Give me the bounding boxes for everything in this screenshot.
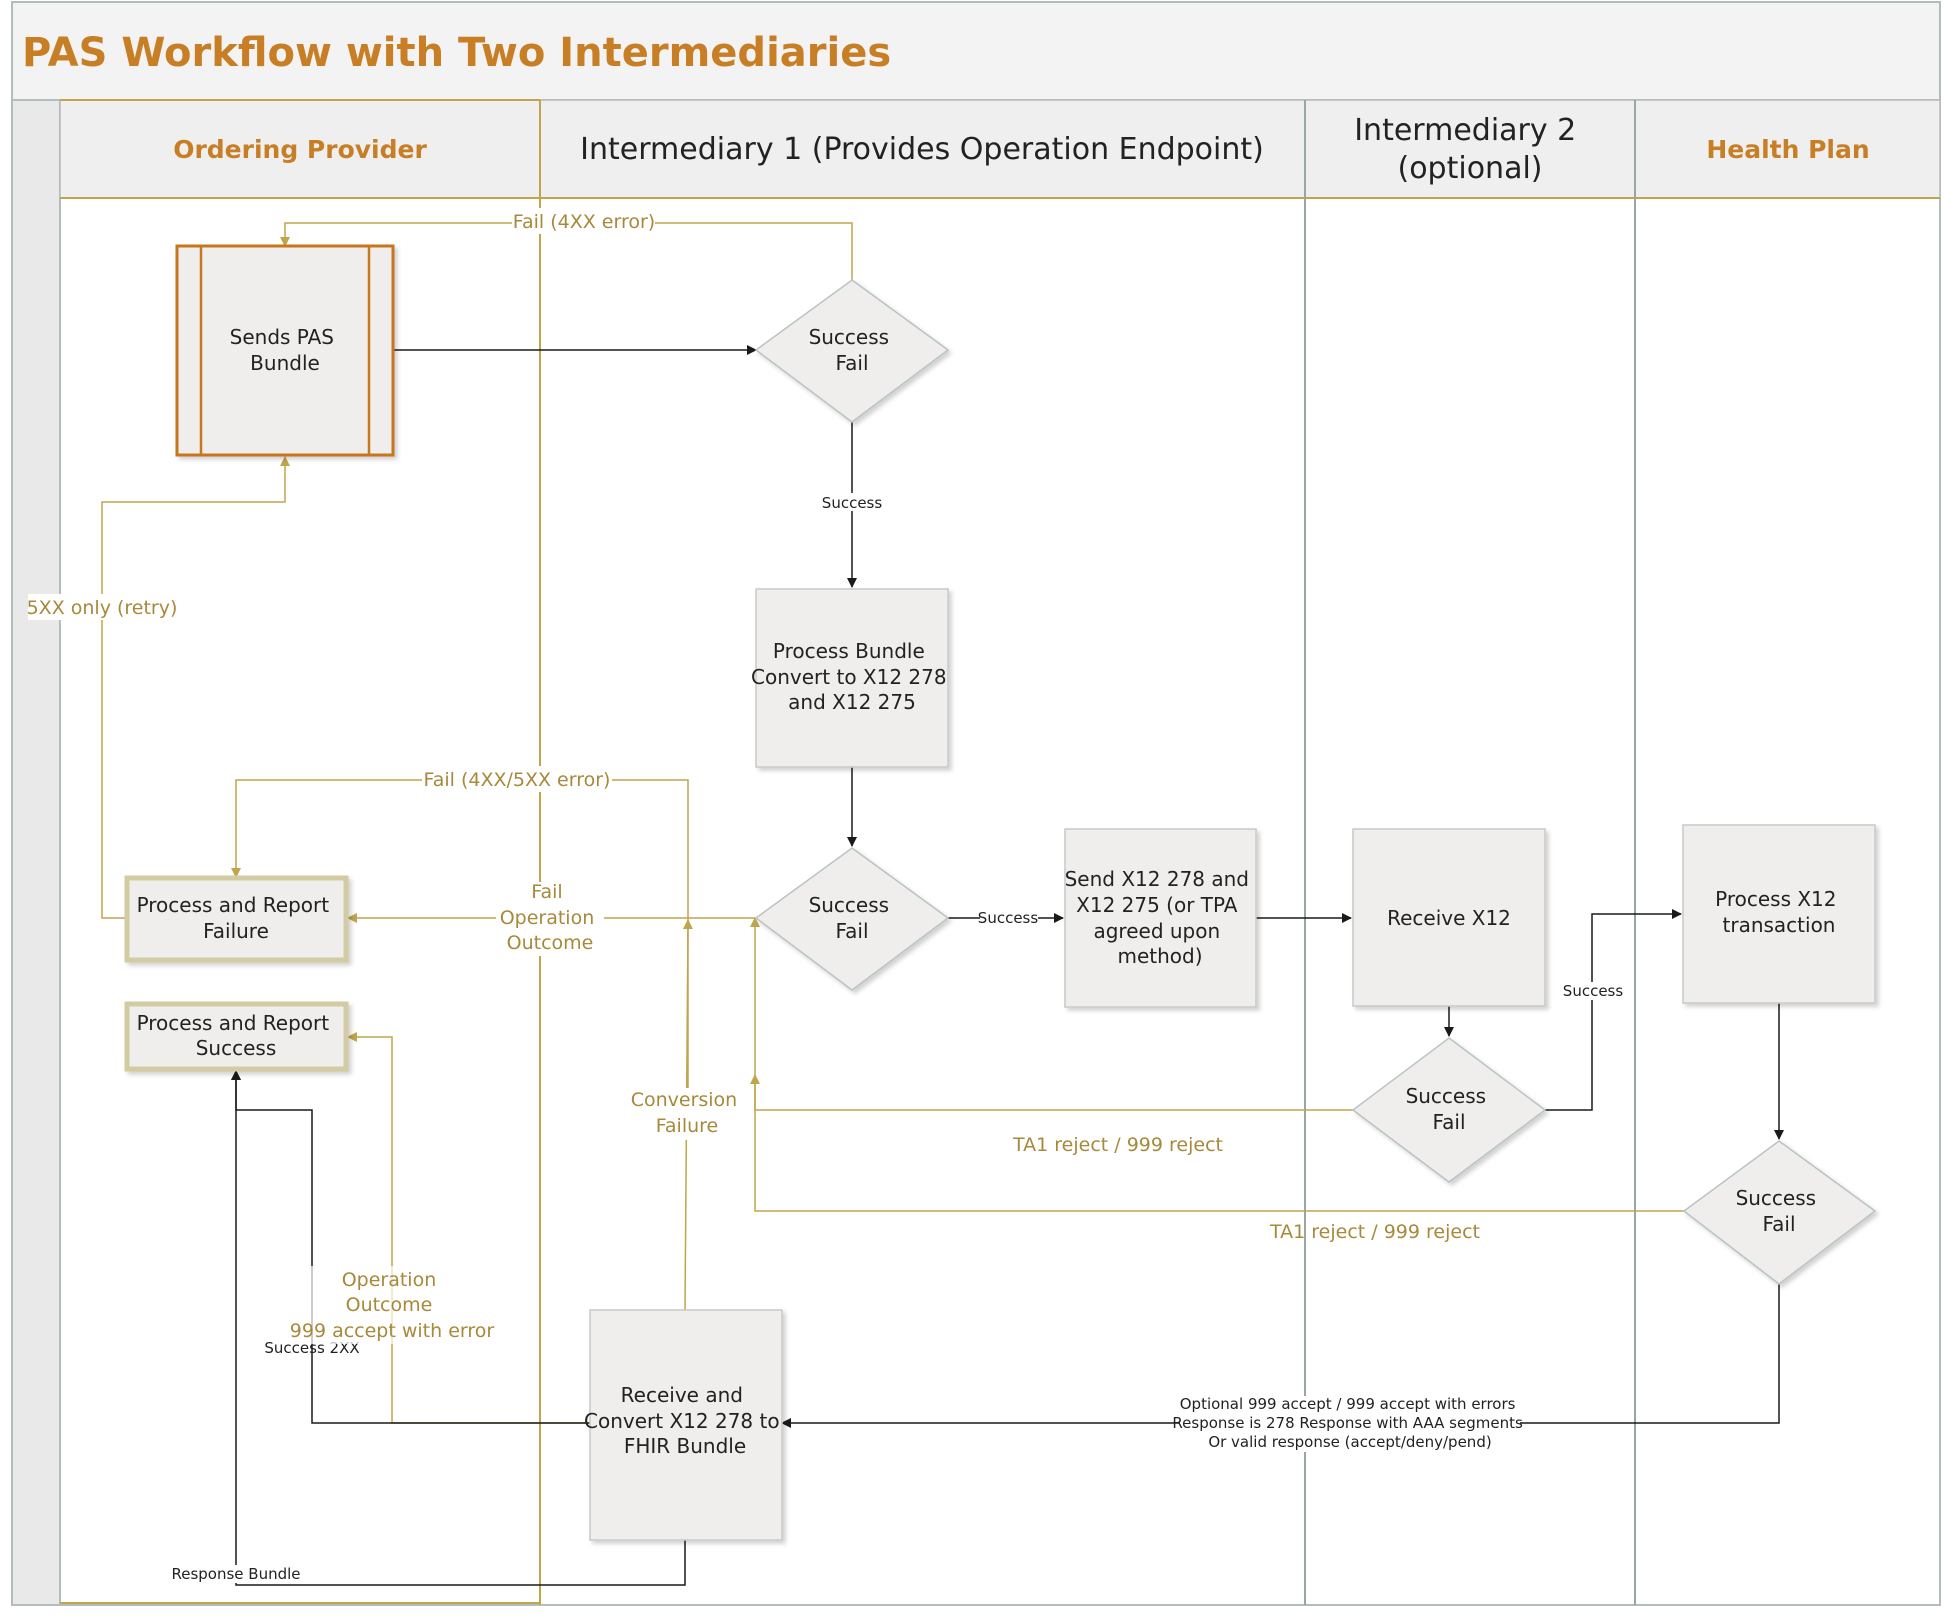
report-success-label: Process and Report Success: [137, 1011, 336, 1060]
edge-labels: Fail (4XX error) Success 5XX only (retry…: [27, 208, 1624, 1583]
fail-outcome-label: Fail Operation Outcome: [500, 881, 601, 954]
success-up-label: Success: [1563, 982, 1624, 1000]
ta1-reject-2-label: TA1 reject / 999 reject: [1269, 1221, 1480, 1243]
send-x12-label: Send X12 278 and X12 275 (or TPA agreed …: [1065, 867, 1256, 968]
retry-5xx-connector: [101, 456, 290, 919]
success-right-label: Success: [978, 909, 1039, 927]
operation-outcome-label: Operation Outcome 999 accept with error: [290, 1269, 495, 1342]
fail-4xx-5xx-label: Fail (4XX/5XX error): [424, 769, 611, 791]
response-bundle-label: Response Bundle: [171, 1565, 300, 1583]
report-failure-label: Process and Report Failure: [137, 893, 336, 943]
lane-headers: Ordering Provider Intermediary 1 (Provid…: [173, 113, 1869, 186]
node-send-x12: Send X12 278 and X12 275 (or TPA agreed …: [1064, 828, 1257, 1008]
decision-1-label: Success Fail: [809, 325, 896, 375]
receive-x12-label: Receive X12: [1387, 906, 1511, 930]
node-receive-x12: Receive X12: [1352, 828, 1546, 1007]
connectors-black: [231, 345, 1784, 1586]
node-report-failure: Process and Report Failure: [124, 875, 349, 963]
conversion-failure-label: Conversion Failure: [631, 1089, 744, 1137]
lane-header-intermediary-1: Intermediary 1 (Provides Operation Endpo…: [580, 132, 1264, 167]
decision-4-label: Success Fail: [1736, 1186, 1823, 1236]
sends-pas-bundle-label: Sends PAS Bundle: [230, 325, 341, 375]
node-sends-pas-bundle: Sends PAS Bundle: [175, 244, 395, 457]
page-title: PAS Workflow with Two Intermediaries: [22, 30, 891, 76]
process-x12-label: Process X12 transaction: [1715, 887, 1843, 937]
lane-header-intermediary-2: Intermediary 2 (optional): [1354, 113, 1586, 186]
ta1-reject-2-connector: [750, 1074, 1684, 1212]
fail-4xx-label: Fail (4XX error): [513, 211, 655, 233]
decision-1: Success Fail: [754, 279, 950, 423]
node-process-x12: Process X12 transaction: [1682, 824, 1876, 1004]
decision-2: Success Fail: [754, 847, 950, 991]
response-connector: [781, 1284, 1780, 1428]
success-down-label: Success: [822, 494, 883, 512]
response-label: Optional 999 accept / 999 accept with er…: [1172, 1395, 1527, 1451]
decision-2-label: Success Fail: [809, 893, 896, 943]
decision-3: Success Fail: [1351, 1037, 1547, 1183]
response-bundle-connector: [231, 1070, 686, 1586]
process-bundle-label: Process Bundle Convert to X12 278 and X1…: [751, 639, 953, 714]
node-process-bundle: Process Bundle Convert to X12 278 and X1…: [751, 588, 953, 768]
lane-header-ordering-provider: Ordering Provider: [173, 135, 427, 164]
title-band: PAS Workflow with Two Intermediaries: [11, 1, 1941, 101]
lane-header-health-plan: Health Plan: [1706, 135, 1869, 164]
decision-3-label: Success Fail: [1406, 1084, 1493, 1134]
receive-convert-label: Receive and Convert X12 278 to FHIR Bund…: [584, 1383, 786, 1458]
success-up-connector: [1545, 909, 1682, 1111]
ta1-reject-1-label: TA1 reject / 999 reject: [1012, 1134, 1223, 1156]
node-receive-convert: Receive and Convert X12 278 to FHIR Bund…: [584, 1309, 786, 1541]
retry-5xx-label: 5XX only (retry): [27, 597, 178, 619]
node-report-success: Process and Report Success: [124, 1001, 349, 1072]
decision-4: Success Fail: [1682, 1140, 1877, 1285]
